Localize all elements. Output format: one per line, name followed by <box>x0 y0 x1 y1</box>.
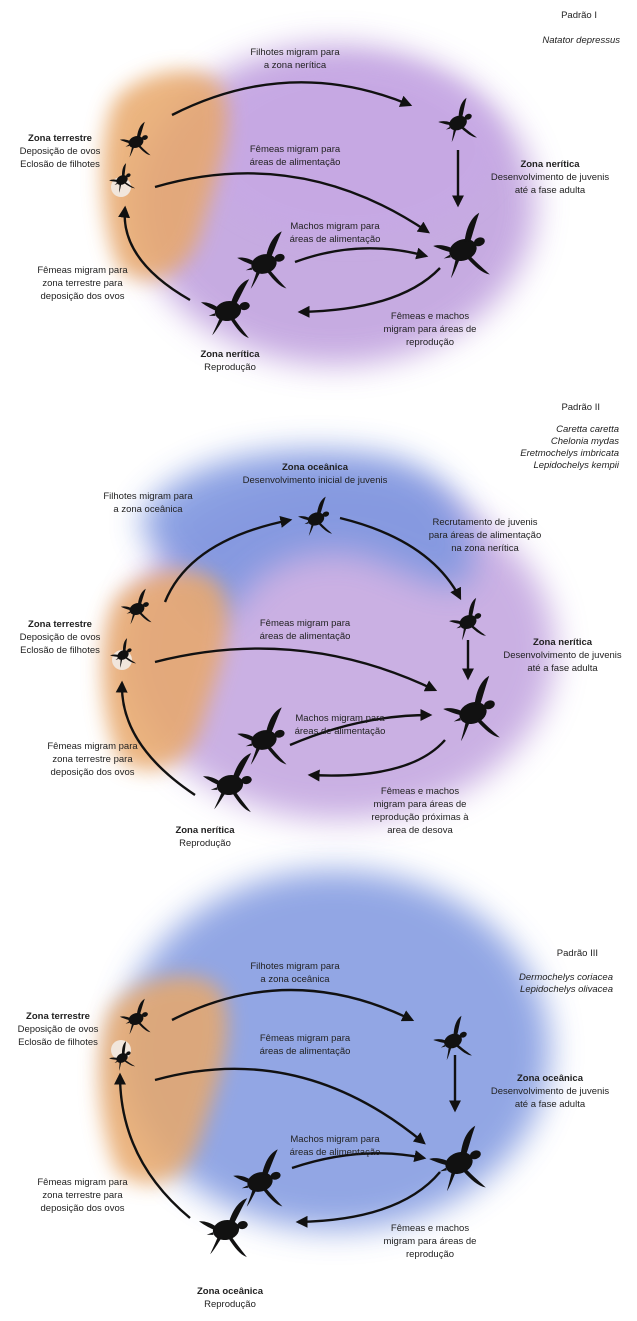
pattern-2-background <box>102 450 555 820</box>
arrow-females-nest <box>118 205 191 302</box>
pattern-2-arrows <box>115 516 474 796</box>
pattern-3-arrows <box>114 988 461 1228</box>
pattern-1-title: Padrão I <box>561 10 597 21</box>
pattern-3-title: Padrão III <box>556 948 598 959</box>
pattern-2-title: Padrão II <box>561 402 600 413</box>
arrow-hatchlings <box>171 988 415 1022</box>
arrow-females-feed <box>154 1067 426 1145</box>
pattern-1-arrows <box>118 81 464 318</box>
arrow-males-feed <box>289 709 433 747</box>
arrow-both-breed <box>307 739 446 782</box>
arrow-both-breed <box>295 1171 441 1228</box>
arrow-hatchlings <box>163 516 293 603</box>
arrow-females-feed <box>154 172 430 234</box>
arrow-females-feed <box>154 647 438 692</box>
arrow-females-nest <box>114 1072 191 1219</box>
pattern-1-species: Natator depressus <box>542 35 620 46</box>
arrow-both-breed <box>297 267 441 318</box>
pattern-1-background <box>102 45 535 365</box>
arrow-males-feed <box>291 1150 427 1170</box>
arrow-hatchlings <box>171 81 413 117</box>
arrow-males-feed <box>294 247 429 264</box>
arrow-recruitment <box>339 516 462 601</box>
arrow-females-nest <box>115 680 196 796</box>
